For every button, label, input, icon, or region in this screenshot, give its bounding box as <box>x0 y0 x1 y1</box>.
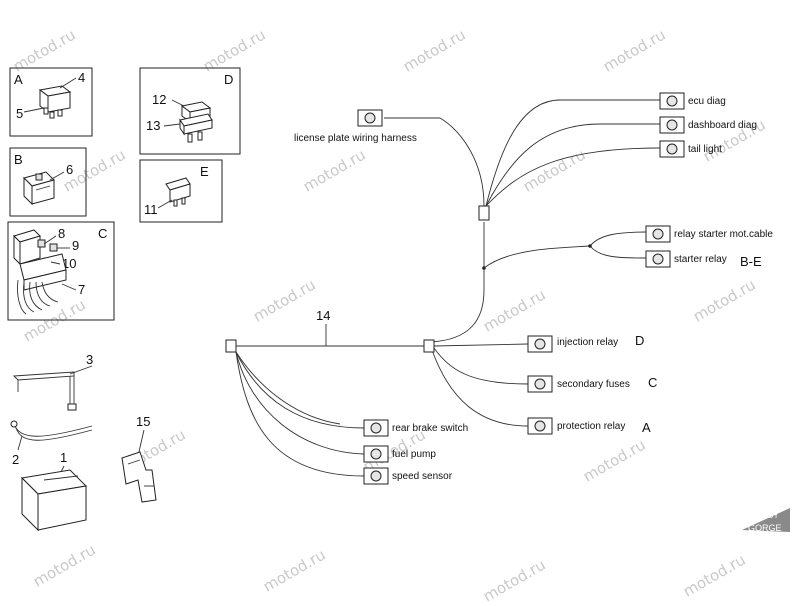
harness-wires: 14 <box>235 99 661 477</box>
connector-label: secondary fuses <box>557 379 630 390</box>
splice-dot <box>588 244 592 248</box>
part-num-15: 15 <box>136 414 150 429</box>
part-15-boot: 15 <box>121 414 157 503</box>
relay-a-part <box>38 85 72 119</box>
harness-splice-top <box>478 205 490 221</box>
harness-splice-left <box>225 339 237 353</box>
connector-protection-relay: protection relay A <box>527 417 651 435</box>
gorge-logo: BY GORGE <box>742 508 790 533</box>
panel-c-num-9: 9 <box>72 238 79 253</box>
panel-e-letter: E <box>200 164 209 179</box>
connector-label: tail light <box>688 144 722 155</box>
panel-d-num-12: 12 <box>152 92 166 107</box>
connector-tail-light: tail light <box>659 140 722 158</box>
panel-e-num-11: 11 <box>144 202 158 217</box>
part-num-2: 2 <box>12 452 19 467</box>
connector-license-plate: license plate wiring harness <box>294 109 417 144</box>
connector-label: protection relay <box>557 421 625 432</box>
connector-label: injection relay <box>557 337 618 348</box>
panel-a-num-4: 4 <box>78 70 85 85</box>
panel-d-letter: D <box>224 72 233 87</box>
connector-tag: A <box>642 420 651 435</box>
panel-c: C 8 9 10 7 <box>7 221 115 321</box>
logo-text-by: BY <box>768 511 779 520</box>
logo-text-gorge: GORGE <box>748 523 782 533</box>
panel-c-num-8: 8 <box>58 226 65 241</box>
connector-ecu-diag: ecu diag <box>659 92 726 110</box>
connector-label: fuel pump <box>392 449 436 460</box>
connector-tag: C <box>648 375 657 390</box>
connector-label: speed sensor <box>392 471 453 482</box>
panel-a: A 4 5 <box>9 67 93 137</box>
panel-b-num-6: 6 <box>66 162 73 177</box>
connector-speed-sensor: speed sensor <box>363 467 453 485</box>
part-1-box: 1 <box>20 450 88 532</box>
connector-label: ecu diag <box>688 96 726 107</box>
part-num-1: 1 <box>60 450 67 465</box>
panel-e-frame <box>139 159 223 223</box>
part-2-wire: 2 <box>10 420 93 467</box>
connector-label: dashboard diag <box>688 120 757 131</box>
panel-d-num-13: 13 <box>146 118 160 133</box>
panel-b-letter: B <box>14 152 23 167</box>
connector-tag: B-E <box>740 254 762 269</box>
panel-b-frame <box>9 147 87 217</box>
part-3-cable: 3 <box>12 352 93 411</box>
connector-label: relay starter mot.cable <box>674 229 773 240</box>
connector-fuel-pump: fuel pump <box>363 445 436 463</box>
connector-rear-brake: rear brake switch <box>363 419 468 437</box>
connector-starter-relay: starter relay B-E <box>645 250 762 269</box>
connector-relay-starter-mot: relay starter mot.cable <box>645 225 773 243</box>
relay-d-part <box>179 101 213 143</box>
connector-tag: D <box>635 333 644 348</box>
harness-splice-center <box>423 339 435 353</box>
connector-dashboard-diag: dashboard diag <box>659 116 757 134</box>
panel-c-num-7: 7 <box>78 282 85 297</box>
panel-c-frame <box>7 221 115 321</box>
part-num-14: 14 <box>316 308 330 323</box>
fuse-e-part <box>165 177 191 207</box>
panel-c-letter: C <box>98 226 107 241</box>
panel-a-frame <box>9 67 93 137</box>
panel-e: E 11 <box>139 159 223 223</box>
connector-label: license plate wiring harness <box>294 133 417 144</box>
connector-label: rear brake switch <box>392 423 468 434</box>
fuse-box-c-part <box>13 229 67 315</box>
panel-b: B 6 <box>9 147 87 217</box>
part-num-3: 3 <box>86 352 93 367</box>
panel-d: D 12 13 <box>139 67 241 155</box>
panel-d-frame <box>139 67 241 155</box>
connector-secondary-fuses: secondary fuses C <box>527 375 657 393</box>
panel-a-letter: A <box>14 72 23 87</box>
connector-label: starter relay <box>674 254 727 265</box>
connector-injection-relay: injection relay D <box>527 333 644 353</box>
connector-b-part <box>23 171 55 206</box>
panel-a-num-5: 5 <box>16 106 23 121</box>
